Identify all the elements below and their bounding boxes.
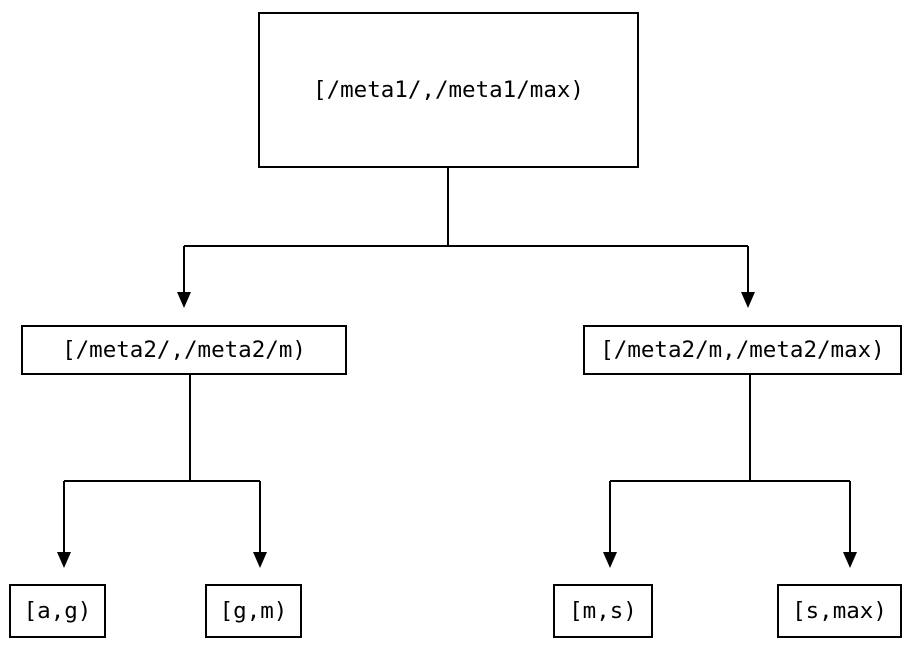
- edge-root-to-mid-left: [177, 168, 748, 308]
- edge-mid-left-to-leaf-gm: [253, 481, 267, 568]
- arrowhead-icon: [177, 292, 191, 308]
- tree-node-leaf-ms-label: [m,s): [569, 597, 637, 624]
- arrowhead-icon: [843, 552, 857, 568]
- tree-node-mid-right-label: [/meta2/m,/meta2/max): [600, 336, 885, 363]
- tree-node-root-label: [/meta1/,/meta1/max): [313, 76, 584, 103]
- edge-mid-right-to-leaf-smax: [843, 481, 857, 568]
- tree-node-mid-left-label: [/meta2/,/meta2/m): [62, 336, 306, 363]
- edge-mid-right-to-leaf-ms: [603, 375, 850, 568]
- tree-node-root[interactable]: [/meta1/,/meta1/max): [258, 12, 639, 168]
- edge-root-to-mid-right: [741, 246, 755, 308]
- tree-node-leaf-gm[interactable]: [g,m): [205, 584, 302, 638]
- tree-node-leaf-ag[interactable]: [a,g): [9, 584, 106, 638]
- tree-node-leaf-ms[interactable]: [m,s): [553, 584, 653, 638]
- edge-mid-left-to-leaf-ag: [57, 375, 260, 568]
- tree-node-leaf-smax-label: [s,max): [792, 597, 887, 624]
- tree-node-mid-right[interactable]: [/meta2/m,/meta2/max): [583, 325, 902, 375]
- tree-node-mid-left[interactable]: [/meta2/,/meta2/m): [21, 325, 347, 375]
- arrowhead-icon: [741, 292, 755, 308]
- arrowhead-icon: [57, 552, 71, 568]
- tree-node-leaf-gm-label: [g,m): [219, 597, 288, 624]
- tree-node-leaf-ag-label: [a,g): [23, 597, 92, 624]
- tree-node-leaf-smax[interactable]: [s,max): [777, 584, 902, 638]
- arrowhead-icon: [603, 552, 617, 568]
- arrowhead-icon: [253, 552, 267, 568]
